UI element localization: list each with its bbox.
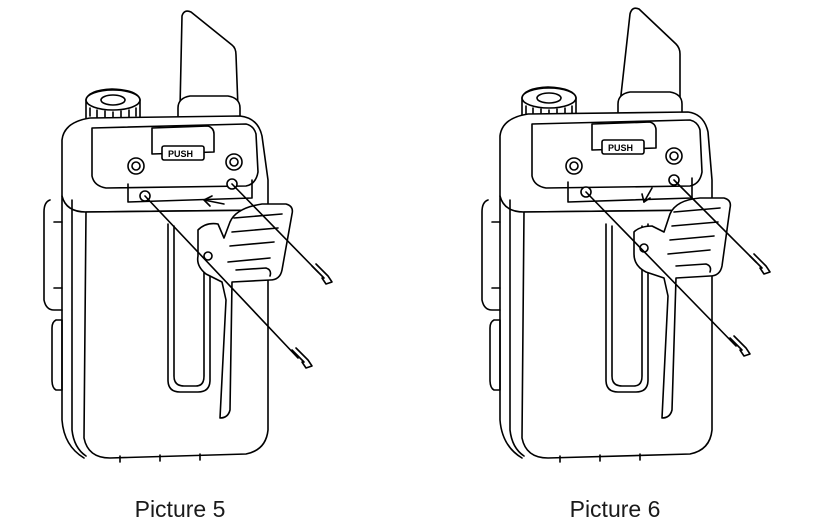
push-button: PUSH bbox=[151, 125, 215, 161]
direction-arrow bbox=[641, 187, 653, 203]
caption-picture-5: Picture 5 bbox=[134, 496, 226, 522]
radio-illustration-5: PUSH bbox=[43, 10, 333, 463]
antenna bbox=[617, 7, 683, 117]
screw-guides bbox=[144, 183, 333, 369]
mounting-holes bbox=[127, 153, 253, 203]
antenna bbox=[177, 10, 241, 121]
caption-picture-6: Picture 6 bbox=[569, 496, 661, 522]
radio-illustration-6: PUSH bbox=[481, 7, 771, 463]
push-label: PUSH bbox=[608, 143, 633, 153]
figure-picture-6: PUSH bbox=[420, 0, 817, 531]
push-label: PUSH bbox=[168, 149, 193, 159]
screw-guides bbox=[585, 179, 771, 357]
direction-arrow bbox=[203, 195, 225, 207]
belt-clip bbox=[196, 203, 294, 419]
figure-picture-5: PUSH bbox=[0, 0, 400, 531]
push-button: PUSH bbox=[591, 121, 657, 155]
